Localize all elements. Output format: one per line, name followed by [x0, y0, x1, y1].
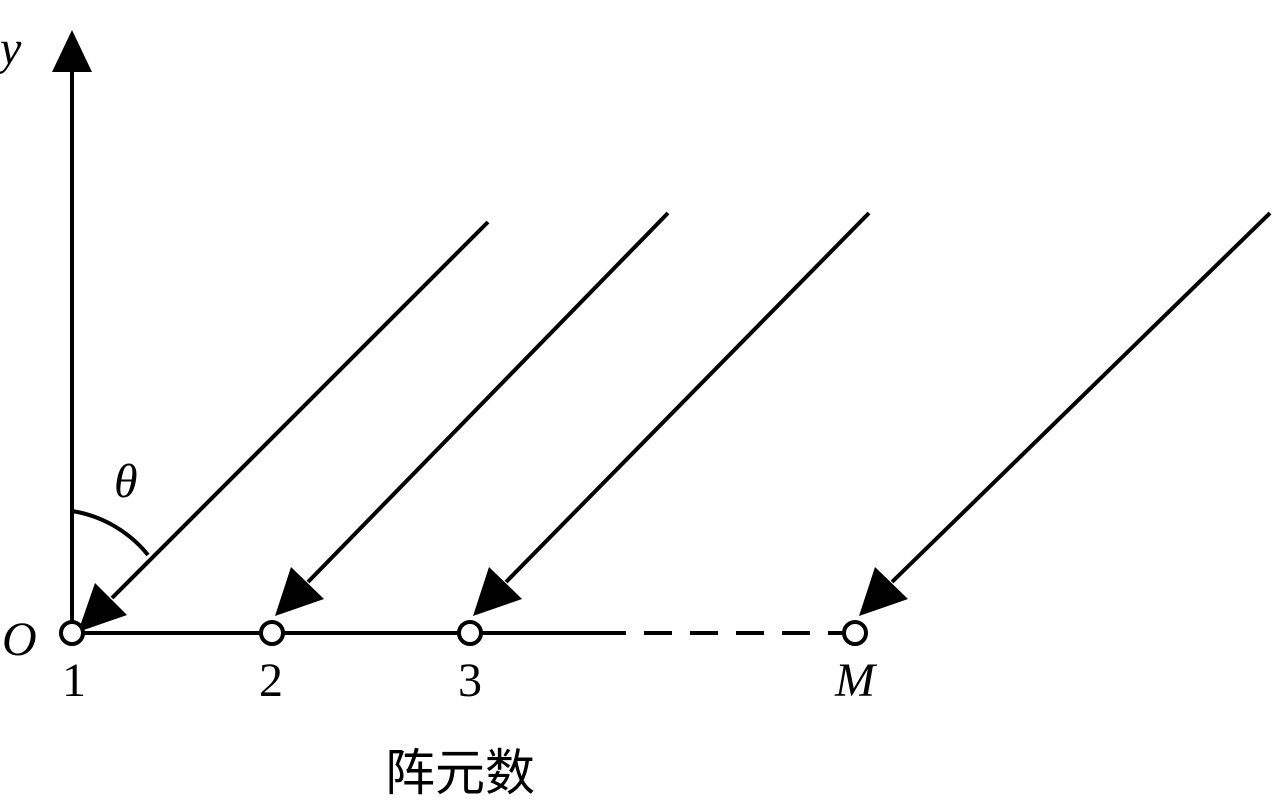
element-label-m: M [834, 654, 878, 707]
incident-arrowhead-1 [78, 583, 127, 632]
incident-arrowhead-2 [275, 567, 324, 616]
array-element-1 [59, 620, 85, 646]
incident-ray-1 [110, 220, 490, 600]
array-element-3 [457, 620, 483, 646]
incident-ray-3 [504, 211, 871, 584]
y-axis-arrowhead [52, 30, 92, 72]
incident-ray-m [890, 211, 1272, 584]
caption: 阵元数 [385, 744, 535, 802]
incident-ray-2 [306, 211, 670, 584]
array-element-2 [259, 620, 285, 646]
element-label-1: 1 [62, 654, 86, 707]
origin-label: O [2, 613, 37, 666]
angle-label: θ [114, 455, 138, 508]
incident-arrowhead-3 [473, 567, 522, 616]
y-axis-label: y [0, 22, 22, 75]
angle-arc [71, 509, 150, 557]
incident-arrowhead-m [859, 567, 908, 616]
array-element-m [842, 620, 868, 646]
element-label-3: 3 [458, 654, 482, 707]
element-label-2: 2 [259, 654, 283, 707]
